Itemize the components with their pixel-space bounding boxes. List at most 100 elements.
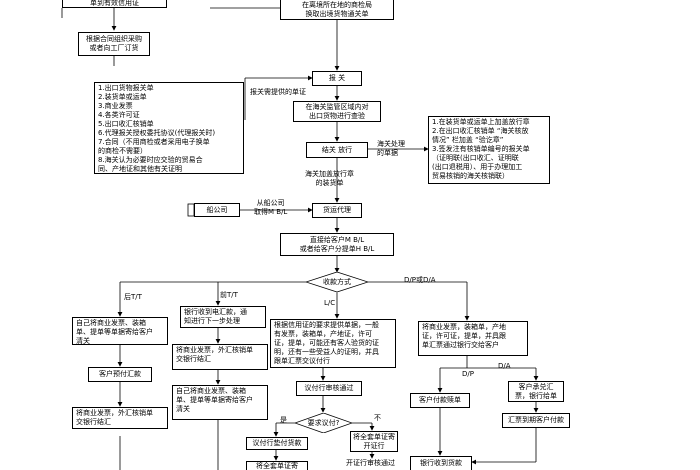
label-customs-process-2: 的单据 [377,149,398,157]
lc-send-docs-cut-text: 将全套单证寄 [256,461,298,470]
lc-send-docs-box: 将全套单证寄 开证行 [350,431,398,452]
doc-item-2: 2.装货单或运单 [98,93,147,101]
release-box: 结关 放行 [306,142,368,158]
doc-item-6: 6.代理报关授权委托协议(代理报关时) [98,129,216,137]
cut-box-top-left-text: 单到有效信用证 [90,0,139,7]
after-tt-step-1: 自己将商业发票、装箱 单、提单等单据寄给客户 清关 [72,317,168,345]
bank-received-text: 银行收到货款 [420,459,462,467]
da-acceptance-line-1: 客户承兑汇 [518,382,554,391]
doc-item-5: 5.出口收汇核销单 [98,120,154,128]
lc-send-docs-cut-box: 将全套单证寄 [246,461,308,470]
shipping-company-box: 船公司 [194,203,240,217]
doc-item-10: 同、产地证和其他有关证明 [98,165,182,173]
dp-payment-box: 客户付款赎单 [410,393,470,408]
doc-item-3: 3.商业发票 [98,102,133,110]
before-tt-step-3: 自己将商业发票、装箱 单、提单等单据寄给客户 清关 [172,385,268,420]
contract-organize-text-1: 根据合同组织采购 [86,35,142,43]
lc-documents-line-2: 有发票，装箱单，产地证，许可 [274,330,372,338]
label-before-tt: 前T/T [220,291,238,299]
inspection-text-2: 出口货物进行查验 [309,111,365,120]
after-tt-step-1-line-1: 自己将商业发票、装箱 [76,319,146,327]
lc-documents-box: 根据信用证的要求提供单据，一般 有发票，装箱单，产地证，许可 证，提单，可能还有… [270,319,396,368]
contract-organize-box: 根据合同组织采购 或者向工厂订货 [78,32,150,56]
da-maturity-text: 汇票到期客户付款 [508,416,564,424]
lc-documents-line-3: 证，提单，可能还有客人验货的证 [274,339,379,347]
customs-action-4: 3.签发注有核销单编号的报关单 [432,145,530,153]
before-tt-step-3-line-1: 自己将商业发票、装箱 [176,387,246,395]
after-tt-step-3-line-1: 将商业发票，外汇核销单 [76,409,153,417]
inspection-text-1: 在海关监管区域内对 [305,102,369,111]
forwarder-text: 货运代理 [323,206,351,214]
before-tt-step-2-line-1: 将商业发票，外汇核销单 [176,346,253,354]
bill-of-lading-text-2: 或者给客户分提单H B/L [299,244,375,253]
doc-item-4: 4.各类许可证 [98,111,140,119]
dp-payment-text: 客户付款赎单 [419,396,461,404]
before-tt-step-2-line-2: 交银行结汇 [176,355,211,363]
label-customs-docs: 报关需提供的单证 [250,88,306,96]
customs-action-2: 2.在出口收汇核销单 “海关核放 [432,127,529,135]
contract-organize-text-2: 或者向工厂订货 [89,44,139,52]
inspection-box: 在海关监管区域内对 出口货物进行查验 [293,101,381,122]
label-from-ship-1: 从船公司 [256,199,285,207]
lc-send-docs-line-2: 开证行 [363,441,385,450]
before-tt-step-1-line-2: 知进行下一步处理 [184,317,240,325]
dpda-documents-line-2: 证，许可证，提单，并具跟 [422,332,506,340]
after-tt-step-1-line-2: 单、提单等单据寄给客户 [76,328,153,336]
label-after-tt: 后T/T [124,293,142,301]
lc-documents-line-4: 明，还有一些受益人的证明，并具 [274,348,379,356]
forwarder-box: 货运代理 [312,203,362,218]
label-from-ship: 从船公司 取得M B/L [254,199,287,217]
customs-declare-text: 报 关 [328,74,346,82]
payment-method-text: 收款方式 [323,278,351,286]
dpda-documents-box: 将商业发票，装箱单，产地 证，许可证，提单，并具跟 单汇票通过银行交给客户 [418,321,528,356]
inspection-exchange-text-1: 在离境所在地的商检局 [302,0,372,9]
lc-require-negotiation-text: 要求议付? [307,419,340,427]
before-tt-step-3-line-3: 清关 [176,405,190,413]
inspection-exchange-box: 在离境所在地的商检局 换取出境货物通关单 [280,0,394,20]
lc-send-docs-line-1: 将全套单证寄 [353,432,395,441]
inspection-exchange-text-2: 换取出境货物通关单 [305,9,369,18]
after-tt-step-2-text: 客户预付汇款 [99,370,141,378]
label-da: D/A [498,362,511,370]
after-tt-step-3-line-2: 交银行结汇 [76,418,111,426]
da-maturity-box: 汇票到期客户付款 [502,413,570,428]
da-acceptance-box: 客户承兑汇 票，银行给单 [508,381,564,402]
cut-box-top-left: 单到有效信用证 [62,0,167,8]
da-acceptance-line-2: 票，银行给单 [515,391,557,400]
release-text: 结关 放行 [321,145,353,154]
label-stamp: 海关加盖放行章 的装货单 [305,170,354,188]
label-dpda: D/P或D/A [404,276,436,284]
label-stamp-2: 的装货单 [315,179,344,187]
lc-negotiating-audit-box: 议付行审核通过 [296,381,362,396]
shipping-company-text: 船公司 [206,205,228,214]
customs-docs-list: 1.出口货物报关单 2.装货单或运单 3.商业发票 4.各类许可证 5.出口收汇… [94,82,244,174]
before-tt-step-1: 银行收到电汇款，通 知进行下一步处理 [180,306,266,328]
before-tt-step-3-line-2: 单、提单等单据寄给客户 [176,396,253,404]
label-stamp-1: 海关加盖放行章 [305,170,354,178]
bill-of-lading-box: 直接给客户M B/L 或者给客户分提单H B/L [280,233,394,256]
customs-action-3: 情况” 栏加盖 “验讫章” [432,136,504,144]
before-tt-step-2: 将商业发票，外汇核销单 交银行结汇 [172,344,268,370]
label-customs-process-1: 海关处理 [377,140,405,148]
lc-documents-line-1: 根据信用证的要求提供单据，一般 [274,321,379,329]
lc-advance-payment-box: 议付行垫付货款 [246,437,308,450]
doc-item-7: 7.合同（不用商检或者采用电子换单 [98,138,210,146]
doc-item-8: 的商检不需要） [98,147,147,155]
lc-issuing-audit-text: 开证行审核通过 [346,459,395,467]
after-tt-step-3: 将商业发票，外汇核销单 交银行结汇 [72,407,168,429]
lc-documents-line-5: 跟单汇票交议付行 [274,357,330,365]
label-customs-process: 海关处理 的单据 [377,140,405,158]
customs-action-5: （证明联(出口收汇、证明联 [432,154,519,162]
customs-declare-box: 报 关 [312,71,362,86]
customs-action-7: 贸易核销的海关核销联） [432,172,509,180]
label-lc: L/C [324,299,336,307]
customs-action-1: 1.在装货单或运单上加盖放行章 [432,118,530,126]
bank-received-box: 银行收到货款 [410,456,472,470]
label-dp: D/P [462,370,474,378]
label-from-ship-2: 取得M B/L [254,208,288,216]
before-tt-step-1-line-1: 银行收到电汇款，通 [184,308,247,316]
label-no: 不 [374,414,381,422]
lc-negotiating-audit-text: 议付行审核通过 [304,384,354,392]
after-tt-step-1-line-3: 清关 [76,337,90,345]
